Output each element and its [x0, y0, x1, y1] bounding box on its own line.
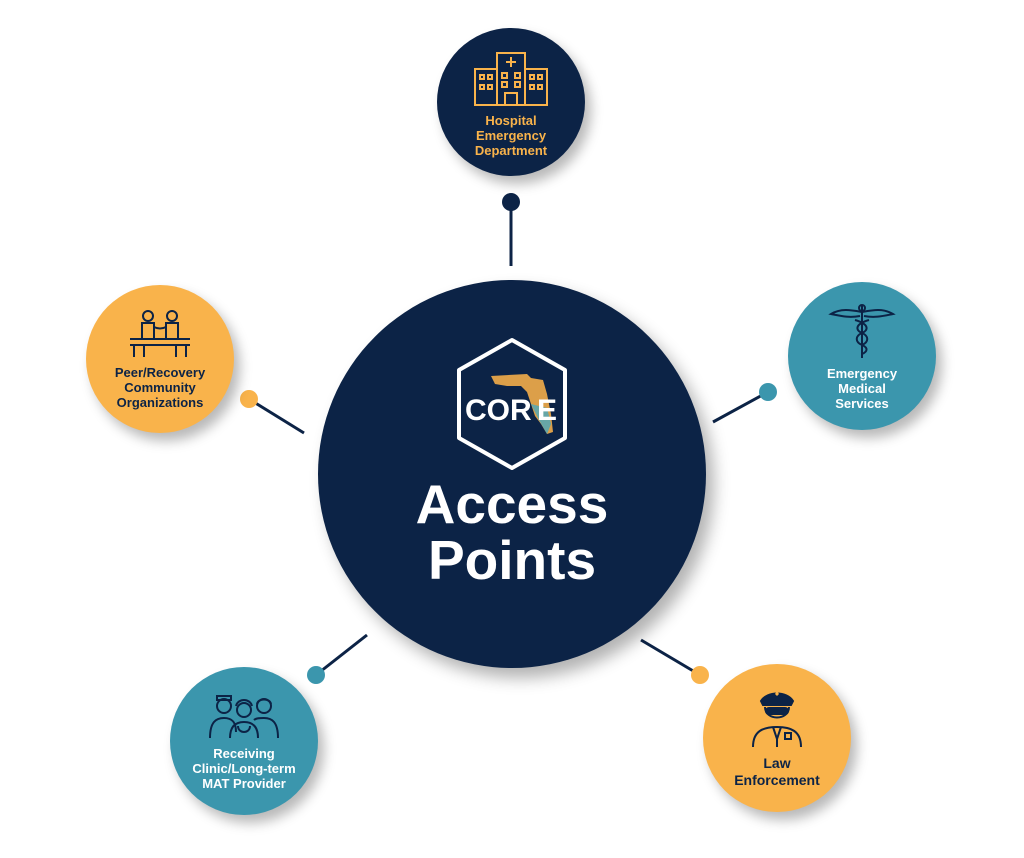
connector-ems	[712, 390, 769, 424]
hub-title-line1: Access	[415, 473, 609, 535]
connector-peer	[248, 397, 305, 435]
connector-dot-law	[691, 666, 709, 684]
connector-law	[640, 638, 701, 677]
people-on-bench-icon	[130, 309, 190, 357]
hospital-icon	[474, 51, 548, 106]
caduceus-icon	[828, 303, 896, 358]
node-ems-label: Emergency Medical Services	[826, 365, 898, 411]
node-law: Law Enforcement	[703, 664, 851, 812]
hub-title: Access Points	[318, 476, 706, 588]
node-peer-label: Peer/Recovery Community Organizations	[114, 364, 206, 410]
connector-clinic	[315, 633, 368, 677]
police-officer-icon	[752, 691, 802, 748]
node-clinic: Receiving Clinic/Long-term MAT Provider	[170, 667, 318, 815]
core-logo: COR E	[457, 338, 567, 470]
core-logo-text: COR	[465, 394, 532, 427]
node-clinic-label: Receiving Clinic/Long-term MAT Provider	[192, 745, 296, 791]
connector-dot-peer	[240, 390, 258, 408]
core-logo-letter: E	[537, 394, 557, 427]
connector-dot-clinic	[307, 666, 325, 684]
node-peer: Peer/Recovery Community Organizations	[86, 285, 234, 433]
node-hospital: Hospital Emergency Department	[437, 28, 585, 176]
node-ems: Emergency Medical Services	[788, 282, 936, 430]
medical-staff-icon	[209, 694, 279, 738]
center-hub	[318, 280, 706, 668]
node-hospital-label: Hospital Emergency Department	[474, 112, 548, 158]
hub-title-line2: Points	[427, 529, 597, 591]
connector-dot-hospital	[502, 193, 520, 211]
connector-dot-ems	[759, 383, 777, 401]
node-law-label: Law Enforcement	[734, 755, 820, 788]
